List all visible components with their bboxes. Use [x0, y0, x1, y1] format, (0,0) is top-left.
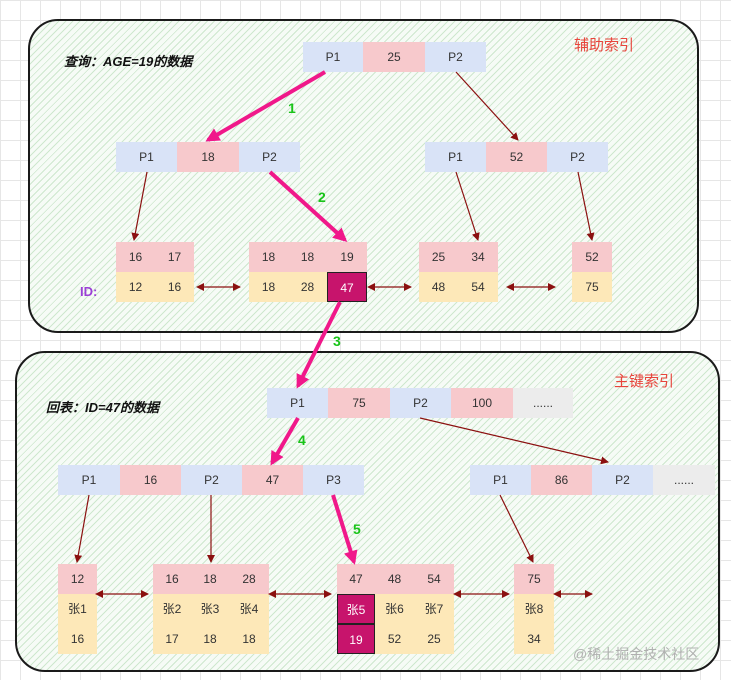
sec-leaf4-id: 75 [572, 272, 612, 302]
arrow-sec-right-to-leaf3 [455, 171, 480, 241]
sec-leaf2-id: 28 [288, 272, 327, 302]
sec-leaf2-id: 18 [249, 272, 288, 302]
pri-right-p2: P2 [592, 465, 653, 495]
pri-leaf3-name: 张6 [375, 594, 414, 624]
pri-leaf4-age: 34 [514, 624, 554, 654]
pri-left-p3: P3 [303, 465, 364, 495]
sec-root-p2: P2 [425, 42, 486, 72]
sec-leaf1-id: 16 [155, 272, 194, 302]
pri-right-more: ...... [653, 465, 715, 495]
pri-leaf2-id: 28 [229, 564, 269, 594]
primary-index-panel [15, 351, 720, 672]
pri-left-p2: P2 [181, 465, 242, 495]
secondary-index-title: 辅助索引 [574, 37, 635, 54]
sec-leaf2-id-highlight: 47 [327, 272, 367, 302]
arrow-sec-right-to-leaf4 [577, 171, 595, 241]
step-4-label: 4 [298, 432, 306, 448]
arrow-pri-right-to-leaf4 [499, 494, 534, 563]
pri-root-p2: P2 [390, 388, 451, 418]
pri-root-p1: P1 [267, 388, 328, 418]
back-lookup-label: 回表：ID=47的数据 [46, 400, 160, 415]
pri-leaf3-name: 张7 [414, 594, 454, 624]
arrow-sec-root-to-right [455, 71, 519, 141]
query-label: 查询：AGE=19的数据 [64, 54, 193, 69]
sec-leaf2-key: 18 [249, 242, 288, 272]
sec-leaf2-key: 19 [327, 242, 367, 272]
sec-leaf3-key: 25 [419, 242, 458, 272]
pri-leaf2-age: 18 [229, 624, 269, 654]
step-2-label: 2 [318, 189, 326, 205]
pri-leaf3-age: 25 [414, 624, 454, 654]
sec-right-p1: P1 [425, 142, 486, 172]
sec-left-p1: P1 [116, 142, 177, 172]
search-path-arrow-2 [268, 170, 348, 243]
pri-root-key: 75 [328, 388, 390, 418]
pri-root-more: ...... [513, 388, 573, 418]
sec-leaf3-key: 34 [458, 242, 498, 272]
pri-leaf3-age: 52 [375, 624, 414, 654]
pri-leaf2-id: 16 [153, 564, 191, 594]
pri-right-p1: P1 [470, 465, 531, 495]
search-path-arrow-1 [205, 70, 327, 142]
step-5-label: 5 [353, 521, 361, 537]
pri-right-key: 86 [531, 465, 592, 495]
arrow-pri-root-to-right [419, 417, 609, 465]
sec-left-p2: P2 [239, 142, 300, 172]
sec-leaf1-id: 12 [116, 272, 155, 302]
sec-leaf3-id: 54 [458, 272, 498, 302]
search-path-arrow-4 [270, 416, 300, 466]
sec-root-p1: P1 [303, 42, 363, 72]
pri-leaf3-name-highlight: 张5 [337, 594, 375, 624]
pri-leaf3-id: 47 [337, 564, 375, 594]
pri-leaf3-id: 48 [375, 564, 414, 594]
pri-left-key: 16 [120, 465, 181, 495]
sec-root-key: 25 [363, 42, 425, 72]
pri-leaf1-name: 张1 [58, 594, 97, 624]
arrow-sec-left-to-leaf1 [131, 171, 148, 241]
arrow-pri-left-to-leaf1 [74, 494, 90, 563]
search-path-arrow-3 [296, 301, 342, 389]
pri-leaf1-age: 16 [58, 624, 97, 654]
pri-leaf2-name: 张3 [191, 594, 229, 624]
pri-left-key: 47 [242, 465, 303, 495]
id-row-label: ID: [80, 284, 98, 299]
step-3-label: 3 [333, 333, 341, 349]
pri-leaf1-id: 12 [58, 564, 97, 594]
sec-leaf1-key: 17 [155, 242, 194, 272]
pri-leaf2-name: 张2 [153, 594, 191, 624]
sec-leaf1-key: 16 [116, 242, 155, 272]
sec-leaf3-id: 48 [419, 272, 458, 302]
pri-left-p1: P1 [58, 465, 120, 495]
sec-leaf4-key: 52 [572, 242, 612, 272]
pri-leaf4-id: 75 [514, 564, 554, 594]
watermark: @稀土掘金技术社区 [573, 646, 700, 662]
sec-leaf2-key: 18 [288, 242, 327, 272]
step-1-label: 1 [288, 100, 296, 116]
pri-leaf3-id: 54 [414, 564, 454, 594]
pri-leaf2-id: 18 [191, 564, 229, 594]
pri-leaf4-name: 张8 [514, 594, 554, 624]
primary-index-title: 主键索引 [614, 373, 675, 390]
sec-left-key: 18 [177, 142, 239, 172]
pri-leaf2-age: 17 [153, 624, 191, 654]
pri-root-key: 100 [451, 388, 513, 418]
sec-right-key: 52 [486, 142, 547, 172]
pri-leaf2-age: 18 [191, 624, 229, 654]
sec-right-p2: P2 [547, 142, 608, 172]
search-path-arrow-5 [331, 494, 358, 565]
pri-leaf2-name: 张4 [229, 594, 269, 624]
pri-leaf3-age-highlight: 19 [337, 624, 375, 654]
